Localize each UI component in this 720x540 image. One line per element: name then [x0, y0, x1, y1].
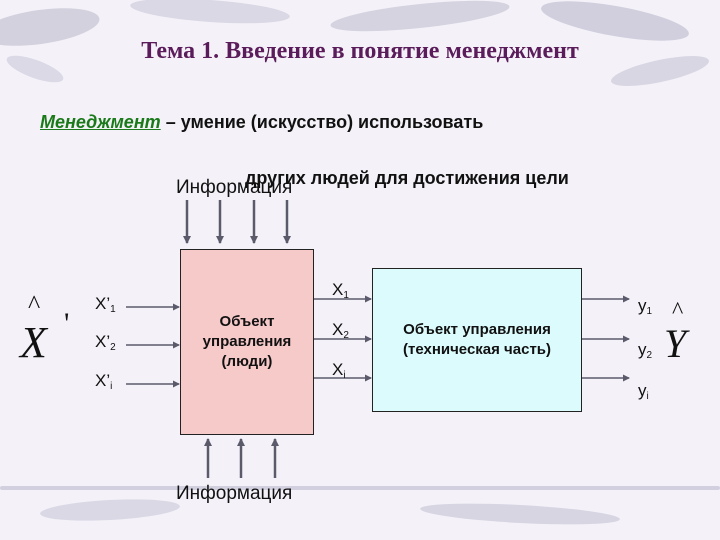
y-hat-symbol: Y: [664, 321, 687, 366]
x-hat-prime: ': [64, 307, 70, 340]
x-hat-symbol: X: [20, 318, 47, 367]
intermediate-label: X1: [332, 280, 349, 301]
definition-text: – умение (искусство) использовать: [160, 112, 484, 132]
intermediate-label: Xi: [332, 360, 346, 381]
box-tech-line: (техническая часть): [402, 341, 552, 358]
box-tech-line: Объект управления: [403, 320, 551, 338]
x-hat-accent: ^: [28, 290, 41, 319]
input-label: X’i: [95, 371, 113, 392]
y-hat-accent: ^: [672, 298, 684, 324]
control-object-people-box: Объект управления (люди): [180, 249, 314, 435]
output-label: yi: [638, 381, 649, 402]
box-people-line: управления: [202, 332, 292, 350]
intermediate-label: X2: [332, 320, 349, 341]
input-arrows: [126, 303, 180, 388]
information-label-top: Информация: [176, 177, 293, 198]
info-arrows-bottom: [204, 438, 279, 478]
definition-line-2: других людей для достижения цели: [245, 168, 569, 188]
info-arrows-top: [183, 200, 291, 244]
output-label: y2: [638, 340, 653, 361]
output-arrows: [581, 295, 630, 382]
page-title: Тема 1. Введение в понятие менеджмент: [141, 38, 579, 64]
definition-line-1: Менеджмент – умение (искусство) использо…: [40, 112, 483, 133]
control-object-tech-box: Объект управления (техническая часть): [372, 268, 582, 412]
definition-term: Менеджмент: [40, 112, 161, 132]
output-label: y1: [638, 296, 653, 317]
input-label: X’2: [95, 332, 116, 353]
decorative-stroke: [0, 486, 720, 490]
middle-arrows: [313, 295, 372, 382]
box-people-line: (люди): [221, 353, 273, 371]
information-label-bottom: Информация: [176, 483, 293, 504]
input-label: X’1: [95, 294, 116, 315]
box-people-line: Объект: [219, 312, 275, 330]
